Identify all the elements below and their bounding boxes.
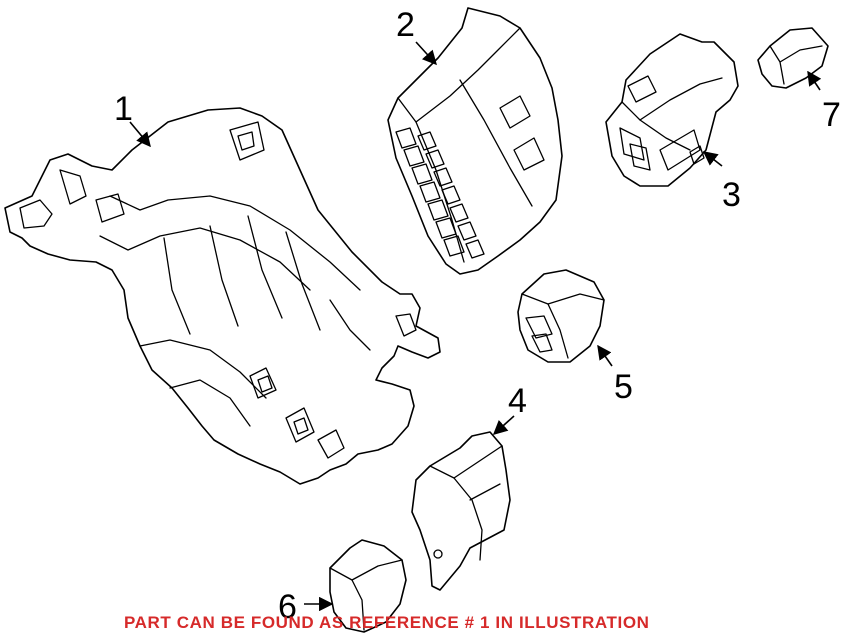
leader-2	[415, 41, 437, 66]
part-4-bracket	[411, 431, 511, 591]
callout-3: 3	[722, 176, 741, 214]
callout-1: 1	[114, 90, 133, 128]
leader-4	[492, 415, 515, 435]
callout-4: 4	[508, 382, 527, 420]
leader-5	[597, 344, 613, 367]
part-2-fuse-box	[387, 7, 563, 275]
leader-3	[702, 151, 723, 167]
part-7-connector	[757, 27, 829, 89]
part-1-housing-assembly	[4, 107, 441, 485]
callout-2: 2	[396, 6, 415, 44]
part-5-relay	[517, 269, 605, 363]
leader-1	[129, 121, 151, 148]
part-3-relay-module	[605, 33, 739, 187]
leader-7	[807, 70, 822, 91]
callout-5: 5	[614, 368, 633, 406]
callout-7: 7	[822, 96, 841, 134]
part-6-small-relay	[329, 539, 407, 633]
callout-6: 6	[278, 588, 297, 626]
reference-caption: PART CAN BE FOUND AS REFERENCE # 1 IN IL…	[124, 613, 650, 632]
